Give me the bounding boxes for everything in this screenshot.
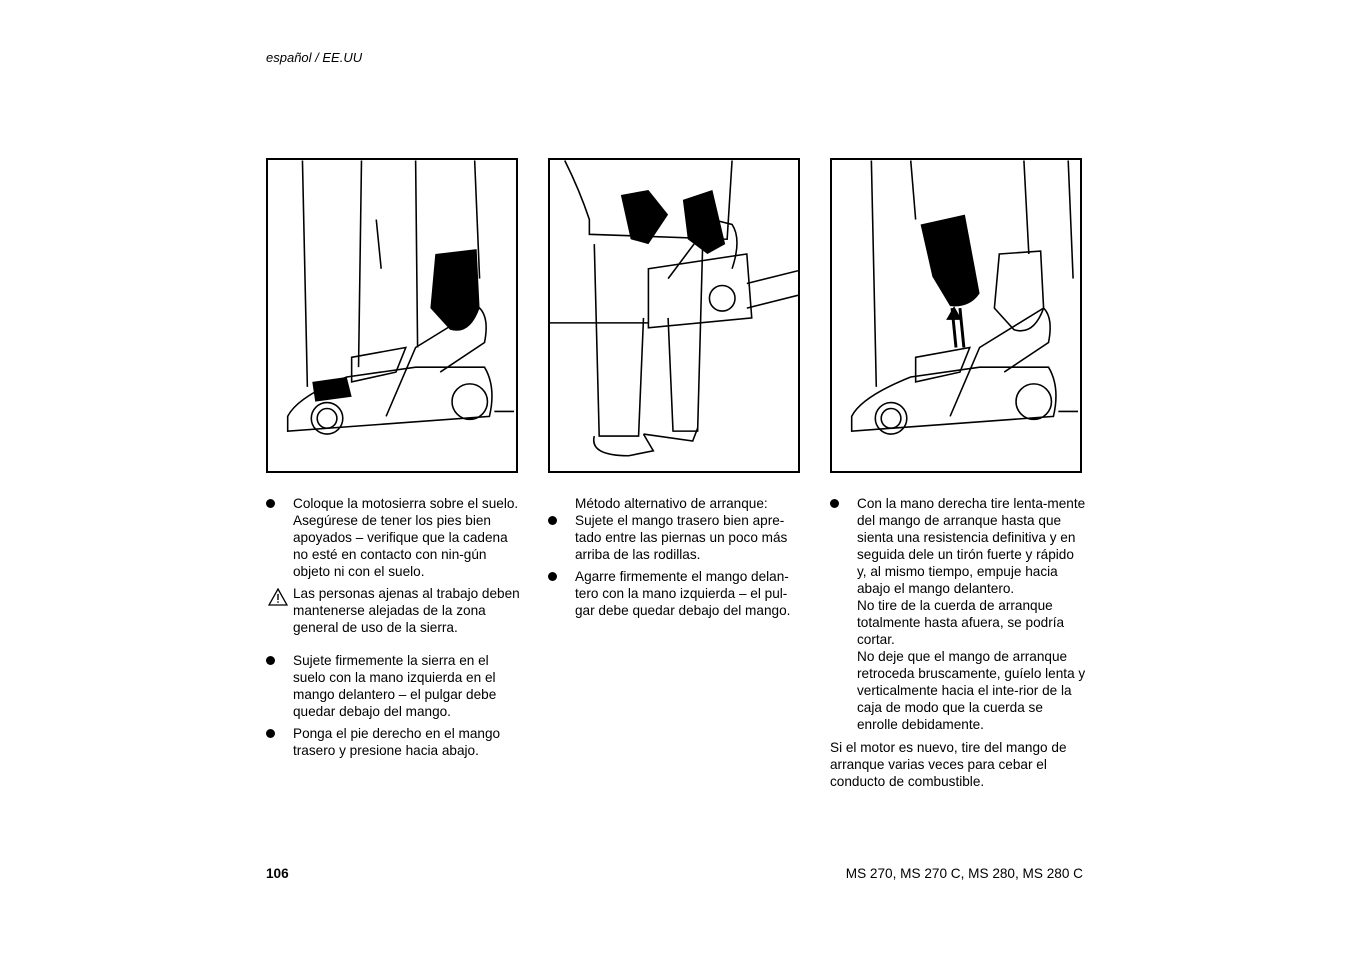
chainsaw-ground-illustration <box>286 160 515 435</box>
instruction-item: Sujete el mango trasero bien apre-tado e… <box>548 512 804 563</box>
caution-note: No tire de la cuerda de arranque totalme… <box>857 598 1065 647</box>
figure-start-on-ground <box>266 158 518 473</box>
instruction-item: Con la mano derecha tire lenta-mente del… <box>830 495 1086 597</box>
bullet-icon <box>548 516 557 525</box>
instruction-item: Ponga el pie derecho en el mango trasero… <box>266 725 522 759</box>
warning-note: Las personas ajenas al trabajo deben man… <box>266 585 522 636</box>
figure-pull-starter <box>830 158 1082 473</box>
column-left: Coloque la motosierra sobre el suelo. As… <box>266 495 522 764</box>
instruction-text: Agarre firmemente el mango delan-tero co… <box>575 569 791 618</box>
caution-note: No deje que el mango de arranque retroce… <box>857 649 1086 732</box>
bullet-icon <box>266 656 275 665</box>
page-number: 106 <box>266 866 289 881</box>
bullet-icon <box>266 499 275 508</box>
closing-note: Si el motor es nuevo, tire del mango de … <box>830 740 1067 789</box>
instruction-text: Sujete firmemente la sierra en el suelo … <box>293 653 497 719</box>
column-middle: Método alternativo de arranque: Sujete e… <box>548 495 804 624</box>
bullet-icon <box>548 572 557 581</box>
bullet-icon <box>830 499 839 508</box>
chainsaw-legs-illustration <box>550 160 798 457</box>
instruction-item: Sujete firmemente la sierra en el suelo … <box>266 652 522 720</box>
section-intro: Método alternativo de arranque: <box>575 496 768 511</box>
chainsaw-pull-illustration <box>850 160 1079 435</box>
bullet-icon <box>266 729 275 738</box>
instruction-text: Con la mano derecha tire lenta-mente del… <box>857 496 1086 596</box>
header-language: español / EE.UU <box>266 50 363 65</box>
model-list: MS 270, MS 270 C, MS 280, MS 280 C <box>845 866 1083 881</box>
column-right: Con la mano derecha tire lenta-mente del… <box>830 495 1086 790</box>
instruction-item: Coloque la motosierra sobre el suelo. As… <box>266 495 522 580</box>
instruction-text: Ponga el pie derecho en el mango trasero… <box>293 726 501 758</box>
warning-text: Las personas ajenas al trabajo deben man… <box>293 586 520 635</box>
figure-start-between-legs <box>548 158 800 473</box>
instruction-item: Agarre firmemente el mango delan-tero co… <box>548 568 804 619</box>
instruction-text: Coloque la motosierra sobre el suelo. As… <box>293 496 519 579</box>
instruction-text: Sujete el mango trasero bien apre-tado e… <box>575 513 788 562</box>
warning-triangle-icon <box>268 588 288 606</box>
